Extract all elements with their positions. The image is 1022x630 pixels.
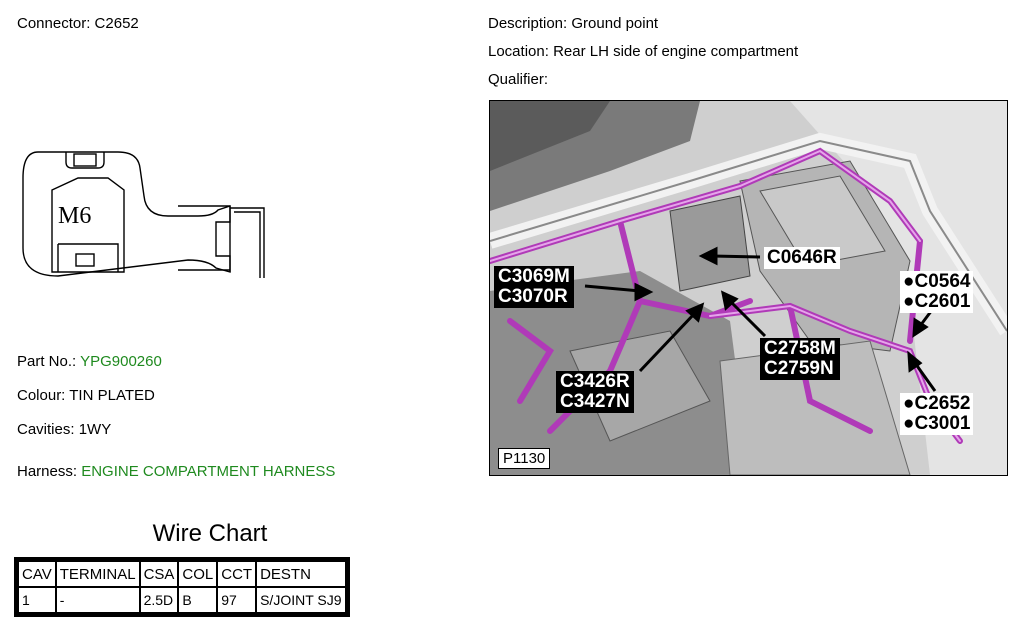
callout-c2601-line: ●C2601 xyxy=(903,292,970,312)
callout-c3001: C3001 xyxy=(914,413,971,434)
colour-value: TIN PLATED xyxy=(69,387,155,404)
wire-chart-header-row: CAV TERMINAL CSA COL CCT DESTN xyxy=(17,560,347,588)
callout-c3427n: C3427N xyxy=(560,391,630,412)
bullet-icon: ● xyxy=(903,393,915,414)
callout-c3070r: C3070R xyxy=(498,286,568,307)
part-label: Part No.: xyxy=(17,353,77,370)
cell-cav: 1 xyxy=(17,586,57,614)
qualifier-line: Qualifier: xyxy=(488,71,548,88)
callout-c0564-line: ●C0564 xyxy=(903,272,970,292)
cell-destn: S/JOINT SJ9 xyxy=(255,586,347,614)
location-value: Rear LH side of engine compartment xyxy=(553,43,799,60)
cavities-value: 1WY xyxy=(78,421,112,438)
cell-col: B xyxy=(177,586,219,614)
header-csa: CSA xyxy=(138,560,180,588)
callout-c0564: C0564 xyxy=(914,271,971,292)
header-terminal: TERMINAL xyxy=(54,560,141,588)
callout-c2758m: C2758M xyxy=(764,338,836,359)
colour-label: Colour: xyxy=(17,387,66,404)
qualifier-label: Qualifier: xyxy=(488,71,549,88)
cell-cct: 97 xyxy=(216,586,258,614)
bullet-icon: ● xyxy=(903,291,915,312)
location-line: Location: Rear LH side of engine compart… xyxy=(488,43,798,60)
table-row: 1 - 2.5D B 97 S/JOINT SJ9 xyxy=(17,586,347,614)
header-col: COL xyxy=(177,560,219,588)
callout-c2758m-group: C2758M C2759N xyxy=(760,338,840,380)
connector-drawing: M6 xyxy=(22,151,265,278)
callout-c3426r: C3426R xyxy=(560,371,630,392)
callout-c2652-line: ●C2652 xyxy=(903,394,970,414)
harness-label: Harness: xyxy=(17,463,78,480)
harness-line: Harness: ENGINE COMPARTMENT HARNESS xyxy=(17,463,335,480)
description-label: Description: xyxy=(488,15,568,32)
cell-terminal: - xyxy=(54,586,141,614)
callout-c0646r: C0646R xyxy=(764,247,840,269)
header-cct: CCT xyxy=(216,560,258,588)
part-line: Part No.: YPG900260 xyxy=(17,353,162,370)
image-reference: P1130 xyxy=(498,448,551,469)
callout-c2652-group: ●C2652 ●C3001 xyxy=(900,393,974,435)
callout-c2759n: C2759N xyxy=(764,358,834,379)
header-cav: CAV xyxy=(17,560,57,588)
bullet-icon: ● xyxy=(903,413,915,434)
connector-label: Connector: xyxy=(17,15,91,32)
bullet-icon: ● xyxy=(903,271,915,292)
wire-chart-title: Wire Chart xyxy=(152,520,268,547)
callout-c0564-group: ●C0564 ●C2601 xyxy=(900,271,974,313)
colour-line: Colour: TIN PLATED xyxy=(17,387,155,404)
connector-drawing-text: M6 xyxy=(58,203,91,229)
connector-value: C2652 xyxy=(94,15,139,32)
cavities-label: Cavities: xyxy=(17,421,75,438)
callout-c3069m: C3069M xyxy=(498,266,570,287)
connector-line: Connector: C2652 xyxy=(17,15,139,32)
cell-csa: 2.5D xyxy=(138,586,180,614)
cavities-line: Cavities: 1WY xyxy=(17,421,111,438)
location-label: Location: xyxy=(488,43,549,60)
callout-c2652: C2652 xyxy=(914,393,971,414)
description-line: Description: Ground point xyxy=(488,15,658,32)
callout-c3426r-group: C3426R C3427N xyxy=(556,371,634,413)
part-value: YPG900260 xyxy=(80,353,162,370)
description-value: Ground point xyxy=(571,15,659,32)
callout-c3069m-group: C3069M C3070R xyxy=(494,266,574,308)
header-destn: DESTN xyxy=(255,560,347,588)
callout-c3001-line: ●C3001 xyxy=(903,414,970,434)
callout-c2601: C2601 xyxy=(914,291,971,312)
engine-compartment-image: C0646R C3069M C3070R ●C0564 ●C2601 C2758… xyxy=(489,100,1008,476)
wire-chart-table: CAV TERMINAL CSA COL CCT DESTN 1 - 2.5D … xyxy=(14,557,350,617)
harness-value: ENGINE COMPARTMENT HARNESS xyxy=(81,463,336,480)
